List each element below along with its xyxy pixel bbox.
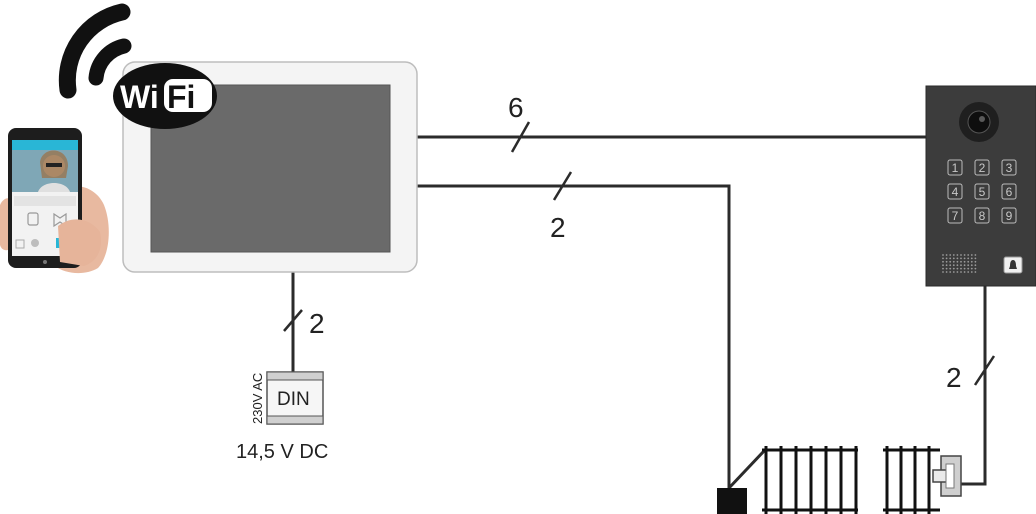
din-power-supply: DIN (266, 371, 324, 425)
wires (291, 135, 987, 490)
electric-lock-icon (932, 455, 962, 497)
keypad: 1 2 3 4 5 6 7 8 9 (947, 159, 1017, 224)
power-output-label: 14,5 V DC (236, 441, 328, 463)
wire-count-6: 6 (508, 92, 524, 123)
gate-motor (717, 488, 747, 514)
din-label: DIN (277, 389, 310, 410)
keypad-key-label: 5 (979, 185, 986, 199)
keypad-key: 8 (974, 207, 990, 224)
wifi-icon: Wi Fi (58, 3, 217, 129)
keypad-key-label: 2 (979, 161, 986, 175)
wire-monitor-to-gate (417, 184, 731, 490)
keypad-key-label: 9 (1006, 209, 1013, 223)
wire-tick-2-power (283, 309, 303, 332)
power-input-label: 230V AC (250, 373, 265, 424)
wire-count-lock: 2 (946, 362, 962, 393)
keypad-key-label: 1 (952, 161, 959, 175)
wicket-door (883, 446, 940, 514)
wire-tick-6 (510, 121, 531, 153)
keypad-key: 9 (1001, 207, 1017, 224)
bell-button (1003, 256, 1023, 274)
keypad-key-label: 7 (952, 209, 959, 223)
wire-panel-to-lock (961, 286, 987, 486)
keypad-key: 7 (947, 207, 963, 224)
keypad-key-label: 6 (1006, 185, 1013, 199)
speaker-grille (942, 254, 977, 273)
smartphone-icon (0, 128, 109, 274)
bell-icon (1009, 260, 1017, 269)
wire-count-gate: 2 (550, 212, 566, 243)
wifi-text-fi: Fi (167, 79, 195, 115)
keypad-key: 2 (974, 159, 990, 176)
keypad-key-label: 3 (1006, 161, 1013, 175)
keypad-key: 4 (947, 183, 963, 200)
wire-count-power: 2 (309, 308, 325, 339)
camera-icon (959, 102, 999, 142)
gate (762, 446, 858, 514)
wire-gate-motor (727, 448, 767, 490)
wire-tick-2-gate (552, 171, 573, 201)
keypad-key: 5 (974, 183, 990, 200)
keypad-key: 1 (947, 159, 963, 176)
wifi-text-wi: Wi (120, 79, 159, 115)
keypad-key: 3 (1001, 159, 1017, 176)
door-panel: 1 2 3 4 5 6 7 8 9 (925, 85, 1036, 287)
wire-tick-2-lock (973, 355, 996, 386)
keypad-key: 6 (1001, 183, 1017, 200)
keypad-key-label: 8 (979, 209, 986, 223)
keypad-key-label: 4 (952, 185, 959, 199)
indoor-monitor (122, 61, 418, 273)
